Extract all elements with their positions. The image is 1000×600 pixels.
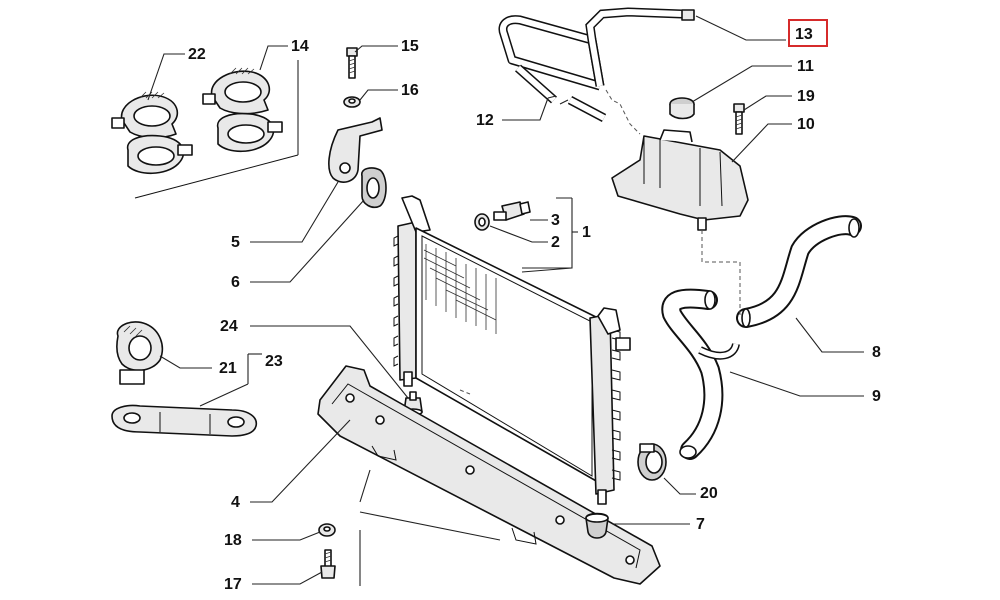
callout-21: 21 — [219, 360, 237, 377]
pipes-12 — [515, 64, 607, 122]
callout-17: 17 — [224, 576, 242, 593]
callout-12: 12 — [476, 112, 494, 129]
callout-9: 9 — [872, 388, 881, 405]
clamp-22 — [111, 91, 193, 175]
nut-18 — [318, 523, 336, 537]
callout-16: 16 — [401, 82, 419, 99]
bolt-19 — [733, 103, 745, 135]
callout-23: 23 — [265, 353, 283, 370]
callout-3: 3 — [551, 212, 560, 229]
hose-13 — [498, 7, 695, 91]
sensor-3 — [493, 201, 531, 221]
callout-14: 14 — [291, 38, 309, 55]
leader-lines — [147, 15, 864, 586]
hose-clamp-20 — [637, 443, 667, 481]
grommet-6 — [361, 167, 387, 209]
clamp-group-22-14 — [111, 60, 299, 199]
hose-8 — [736, 215, 862, 328]
washer-16 — [343, 96, 361, 108]
mount-7 — [585, 512, 609, 539]
callout-5: 5 — [231, 234, 240, 251]
callout-6: 6 — [231, 274, 240, 291]
callout-1: 1 — [582, 224, 591, 241]
callout-19: 19 — [797, 88, 815, 105]
callout-13: 13 — [795, 26, 813, 43]
expansion-tank-10 — [611, 129, 749, 231]
callout-18: 18 — [224, 532, 242, 549]
callout-4: 4 — [231, 494, 240, 511]
cap-11 — [669, 97, 695, 120]
callout-11: 11 — [797, 58, 814, 75]
callout-7: 7 — [696, 516, 705, 533]
radiator-1 — [393, 195, 631, 505]
clamp-14 — [202, 67, 283, 153]
bolt-15 — [346, 47, 358, 79]
cross-member-4 — [317, 365, 661, 585]
callout-10: 10 — [797, 116, 815, 133]
washer-2 — [474, 213, 490, 231]
callout-24: 24 — [220, 318, 238, 335]
callout-22: 22 — [188, 46, 206, 63]
callout-8: 8 — [872, 344, 881, 361]
clamp-21 — [116, 321, 164, 385]
highlight-box-13 — [788, 19, 828, 47]
hose-9 — [661, 288, 740, 460]
callout-labels: 22 14 15 16 5 6 3 2 1 24 21 23 4 18 17 7… — [188, 26, 881, 593]
callout-15: 15 — [401, 38, 419, 55]
bracket-5 — [328, 117, 383, 183]
callout-20: 20 — [700, 485, 718, 502]
connection-dashes — [459, 89, 741, 395]
callout-2: 2 — [551, 234, 560, 251]
support-bracket-23 — [111, 404, 258, 437]
bolt-17 — [320, 549, 336, 579]
